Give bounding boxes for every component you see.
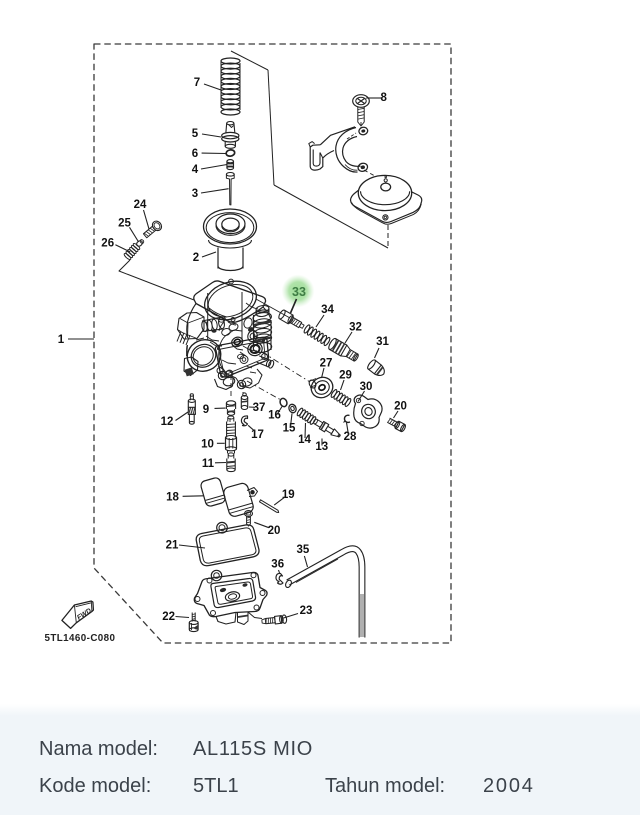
svg-text:2004: 2004 — [483, 775, 535, 797]
svg-text:4: 4 — [192, 164, 199, 176]
svg-text:27: 27 — [320, 358, 333, 370]
svg-text:7: 7 — [194, 77, 200, 89]
svg-text:34: 34 — [321, 304, 334, 316]
svg-text:12: 12 — [161, 416, 174, 428]
svg-text:30: 30 — [360, 381, 373, 393]
svg-text:35: 35 — [297, 544, 310, 556]
svg-text:10: 10 — [201, 438, 214, 450]
svg-text:AL115S MIO: AL115S MIO — [193, 738, 313, 760]
svg-text:Kode model:: Kode model: — [39, 775, 151, 797]
svg-text:2: 2 — [193, 252, 199, 264]
svg-text:37: 37 — [253, 402, 266, 414]
svg-text:5TL1: 5TL1 — [193, 775, 239, 797]
svg-text:Tahun model:: Tahun model: — [325, 775, 445, 797]
svg-text:21: 21 — [166, 540, 179, 552]
svg-text:9: 9 — [203, 404, 209, 416]
svg-text:28: 28 — [344, 431, 357, 443]
svg-text:15: 15 — [283, 423, 296, 435]
svg-text:26: 26 — [101, 238, 114, 250]
svg-text:23: 23 — [300, 605, 313, 617]
svg-text:33: 33 — [292, 285, 306, 299]
svg-text:5: 5 — [192, 128, 199, 140]
svg-text:3: 3 — [192, 188, 198, 200]
svg-text:24: 24 — [134, 199, 147, 211]
svg-text:6: 6 — [192, 148, 198, 160]
svg-text:22: 22 — [162, 611, 175, 623]
svg-text:11: 11 — [202, 458, 215, 470]
svg-text:19: 19 — [282, 489, 295, 501]
svg-text:29: 29 — [339, 370, 352, 382]
svg-text:18: 18 — [166, 491, 179, 503]
svg-text:17: 17 — [251, 429, 264, 441]
svg-text:32: 32 — [349, 322, 362, 334]
svg-text:1: 1 — [58, 334, 65, 346]
svg-text:5TL1460-C080: 5TL1460-C080 — [45, 633, 116, 644]
svg-text:36: 36 — [271, 559, 284, 571]
svg-text:31: 31 — [376, 336, 389, 348]
svg-text:20: 20 — [394, 400, 407, 412]
svg-text:20: 20 — [268, 525, 281, 537]
svg-text:Nama model:: Nama model: — [39, 738, 158, 760]
